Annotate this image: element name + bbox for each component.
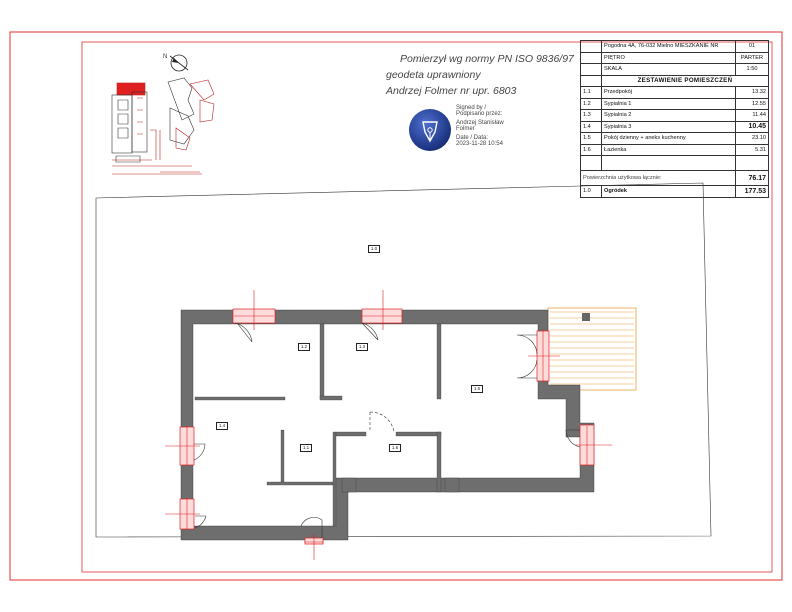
table-row xyxy=(580,155,769,171)
room-number: 1.6 xyxy=(580,143,602,156)
signer-name-line1: Andrzej Stanisław xyxy=(456,120,504,126)
signer-name-line2: Folmer xyxy=(456,126,475,132)
room-tag: 1.2 xyxy=(298,343,310,351)
interior-walls xyxy=(194,323,460,527)
scale-value: 1:50 xyxy=(735,63,769,76)
room-name: Łazienka xyxy=(601,143,736,156)
garden-number: 1.0 xyxy=(580,185,602,198)
surveyor-name: Andrzej Folmer nr upr. 6803 xyxy=(386,85,517,97)
room-tag: 1.3 xyxy=(356,343,368,351)
room-tag-garden: 1.0 xyxy=(368,245,380,253)
inner-frame xyxy=(81,41,773,573)
interior-door-swings xyxy=(369,411,395,433)
signature-badge-icon xyxy=(409,109,451,151)
table-row: 1.1 Przedpokój 13.32 xyxy=(580,86,769,99)
room-area: 5.31 xyxy=(735,143,769,156)
plot-boundary xyxy=(95,182,712,538)
schedule-heading: ZESTAWIENIE POMIESZCZEŃ xyxy=(601,74,769,87)
window-axis-lines xyxy=(165,290,612,560)
room-area: 12.55 xyxy=(735,97,769,110)
signed-by-label-pl: Podpisano przez: xyxy=(456,111,503,117)
date-label: Date / Data: xyxy=(456,135,489,141)
north-compass xyxy=(169,54,189,72)
address-cell: Pogodna 4A, 76-032 Mielno MIESZKANIE NR xyxy=(601,40,736,53)
scale-label: SKALA xyxy=(601,63,736,76)
windows xyxy=(179,308,595,545)
signed-by-label: Signed by / xyxy=(456,105,487,111)
surveyor-norm-note: Pomierzył wg normy PN ISO 9836/97 xyxy=(400,53,574,65)
table-row: 1.6 Łazienka 5.31 xyxy=(580,143,769,156)
table-row: PIĘTRO PARTER xyxy=(580,51,769,64)
table-row: 1.5 Pokój dzienny + aneks kuchenny 23.10 xyxy=(580,132,769,145)
room-name: Sypialnia 1 xyxy=(601,97,736,110)
room-area: 23.10 xyxy=(735,132,769,145)
room-name: Sypialnia 3 xyxy=(601,120,736,133)
terrace xyxy=(547,307,637,391)
room-number: 1.2 xyxy=(580,97,602,110)
compass-north-label: N xyxy=(163,54,168,60)
room-tag: 1.1 xyxy=(300,444,312,452)
outer-frame xyxy=(9,31,783,581)
apartment-number: 01 xyxy=(735,40,769,53)
table-row: 1.2 Sypialnia 1 12.55 xyxy=(580,97,769,110)
room-number: 1.1 xyxy=(580,86,602,99)
floor-value: PARTER xyxy=(735,51,769,64)
total-area-value: 76.17 xyxy=(735,170,769,186)
room-tag: 1.4 xyxy=(216,422,228,430)
room-number: 1.3 xyxy=(580,109,602,122)
room-name: Pokój dzienny + aneks kuchenny xyxy=(601,132,736,145)
table-row: ZESTAWIENIE POMIESZCZEŃ xyxy=(580,74,769,87)
site-key-plan xyxy=(111,77,215,175)
surveyor-title: geodeta uprawniony xyxy=(386,69,481,81)
signature-date: 2023-11-28 10:54 xyxy=(456,141,503,147)
room-name: Przedpokój xyxy=(601,86,736,99)
floor-label: PIĘTRO xyxy=(601,51,736,64)
table-row: 1.4 Sypialnia 3 10.45 xyxy=(580,120,769,133)
room-area: 11.44 xyxy=(735,109,769,122)
table-row: 1.3 Sypialnia 2 11.44 xyxy=(580,109,769,122)
room-number: 1.5 xyxy=(580,132,602,145)
table-row: 1.0 Ogródek 177.53 xyxy=(580,185,769,198)
room-tag: 1.5 xyxy=(471,385,483,393)
room-number: 1.4 xyxy=(580,120,602,133)
table-row: Pogodna 4A, 76-032 Mielno MIESZKANIE NR … xyxy=(580,40,769,53)
door-swings xyxy=(193,322,581,538)
room-tag: 1.6 xyxy=(389,444,401,452)
table-row: SKALA 1:50 xyxy=(580,63,769,76)
room-name: Sypialnia 2 xyxy=(601,109,736,122)
room-area: 10.45 xyxy=(735,120,769,133)
exterior-walls xyxy=(180,309,595,541)
room-area: 13.32 xyxy=(735,86,769,99)
garden-area: 177.53 xyxy=(735,185,769,198)
table-row: Powierzchnia użytkowa łącznie: 76.17 xyxy=(580,170,769,186)
total-area-label: Powierzchnia użytkowa łącznie: xyxy=(580,170,736,186)
garden-name: Ogródek xyxy=(601,185,736,198)
room-schedule-table: Pogodna 4A, 76-032 Mielno MIESZKANIE NR … xyxy=(580,40,769,198)
